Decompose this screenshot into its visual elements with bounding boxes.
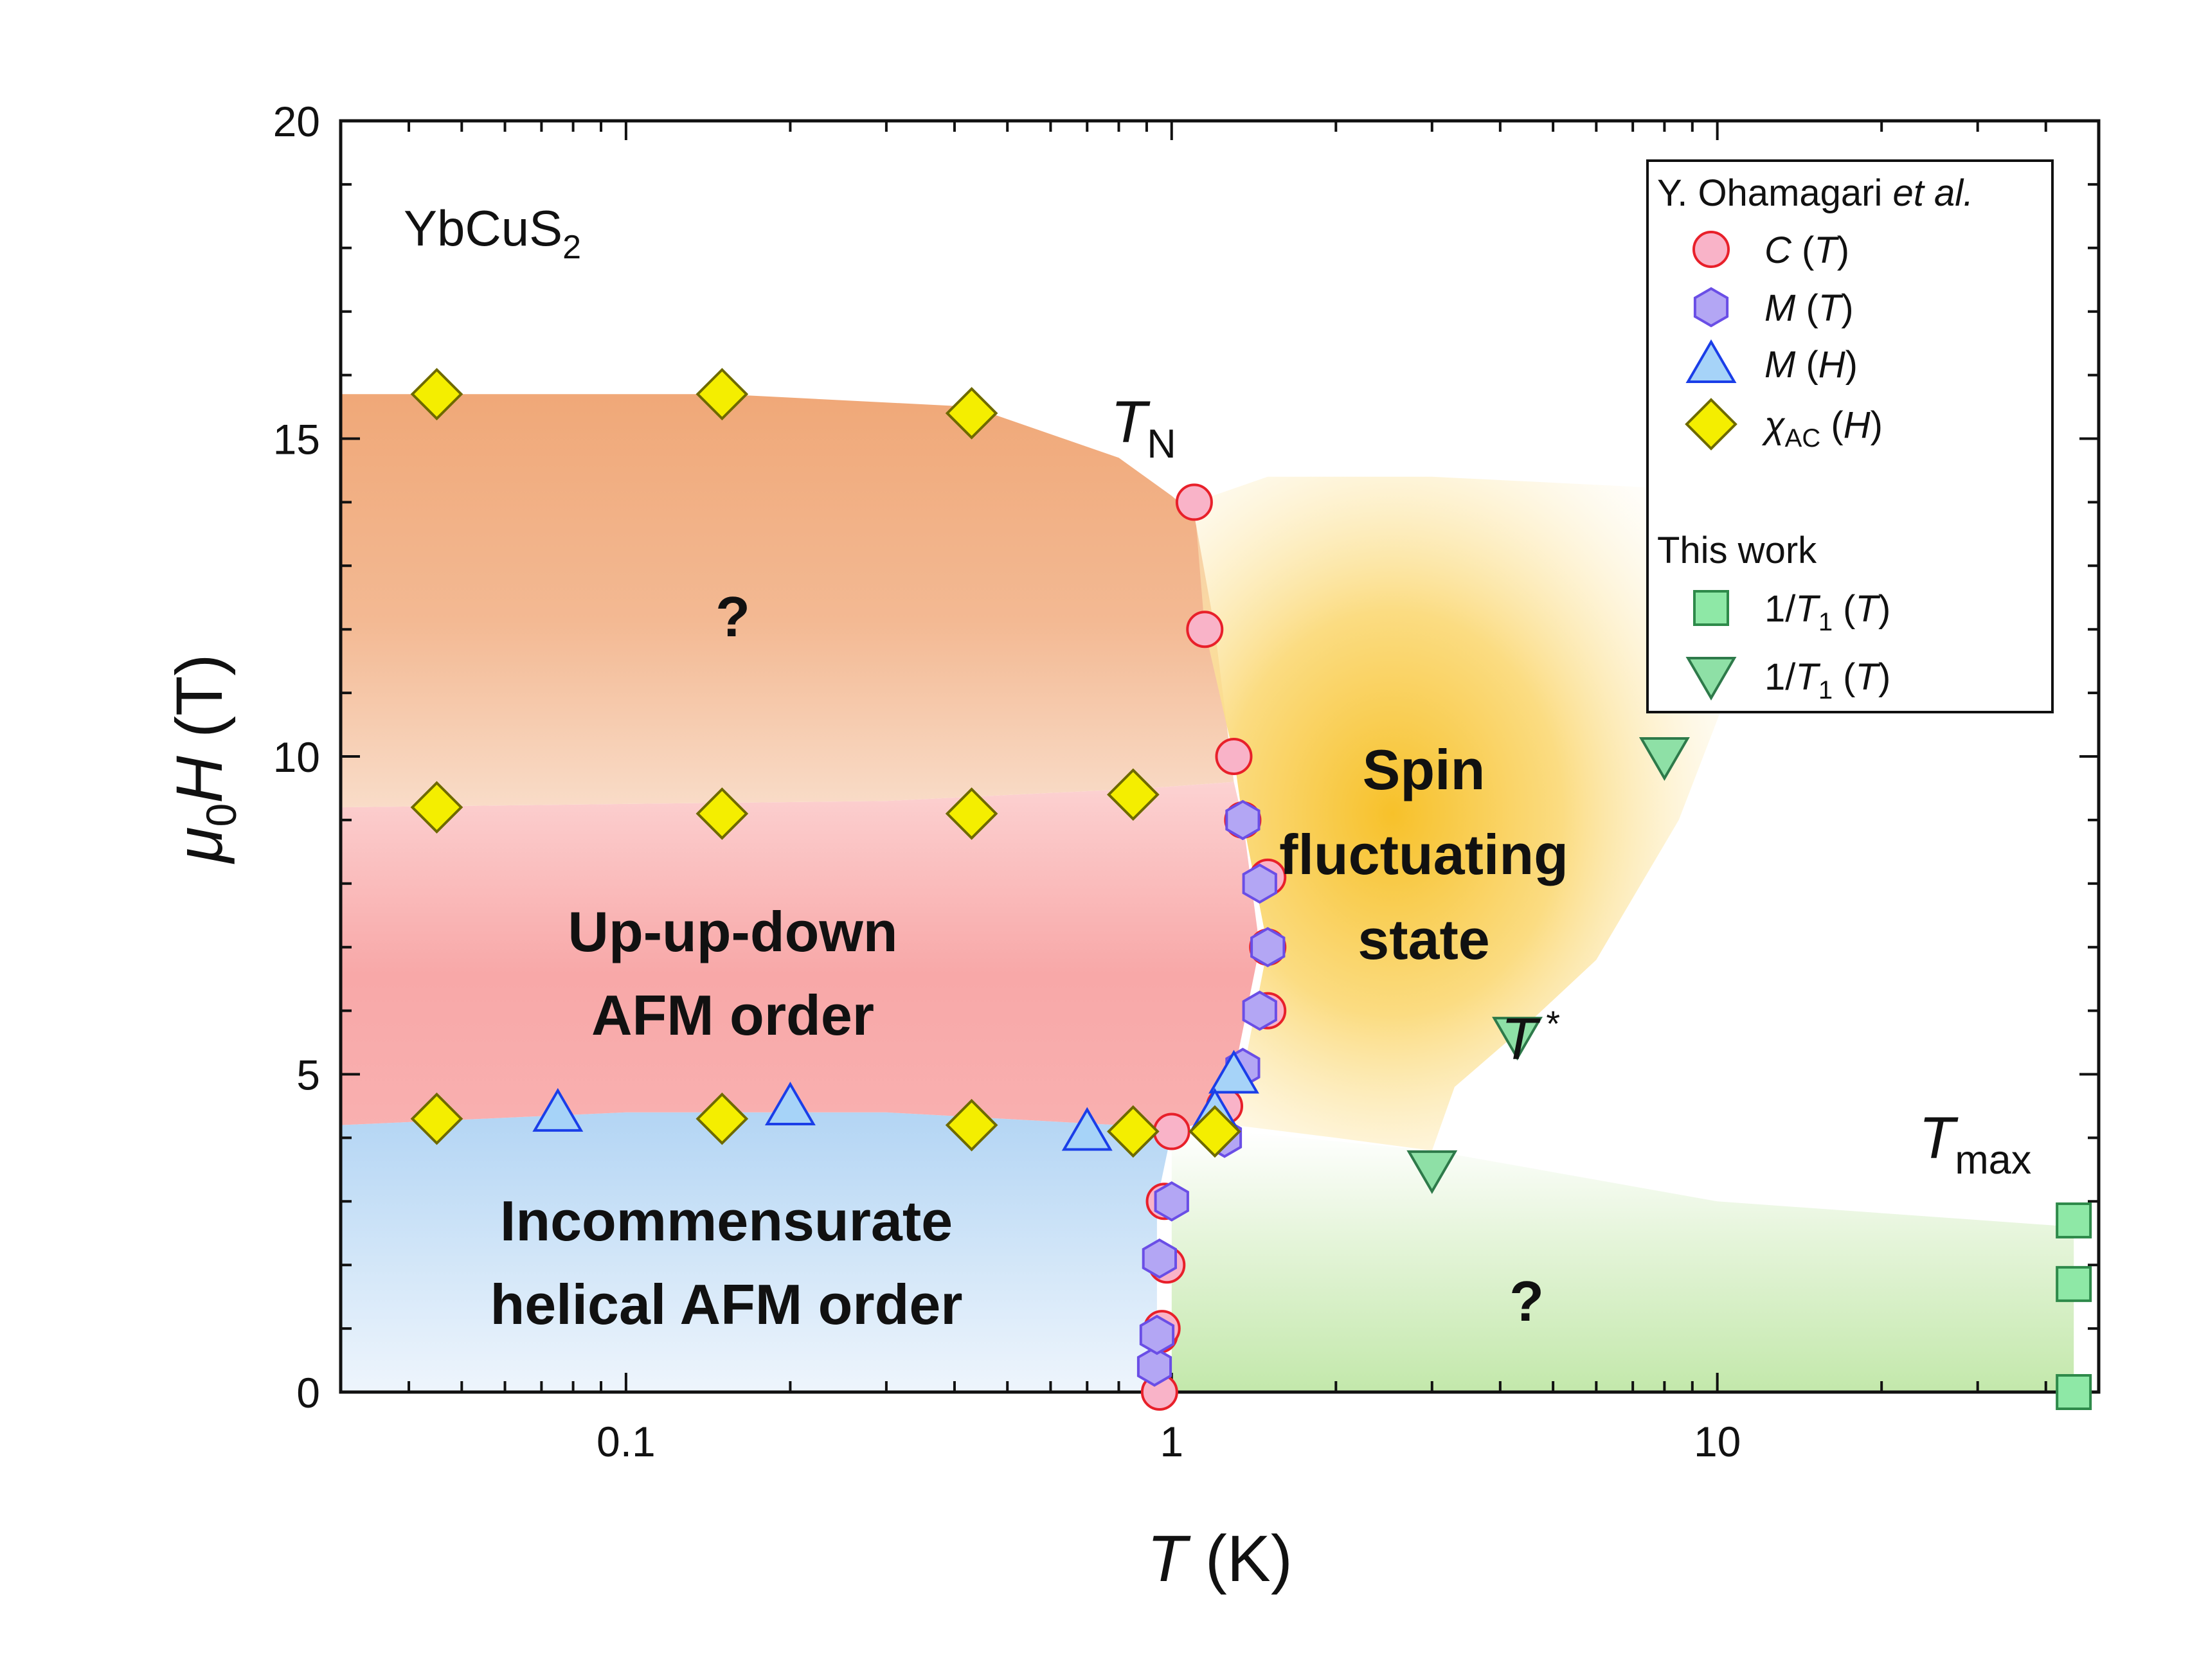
data-point-triangle-down <box>1492 1017 1543 1061</box>
data-point-diamond <box>945 787 998 840</box>
data-point-triangle-down <box>1406 1150 1458 1194</box>
data-point-diamond <box>696 368 749 421</box>
y-tick-label: 15 <box>273 416 320 463</box>
x-axis-title: T (K) <box>1147 1522 1293 1595</box>
legend-series-label: C (T) <box>1764 229 1849 271</box>
legend-series-label: M (T) <box>1764 287 1854 329</box>
data-point-square <box>2056 1265 2092 1302</box>
y-tick-label: 20 <box>273 98 320 145</box>
tmax-annotation: Tmax <box>1919 1105 2031 1183</box>
data-point-hexagon <box>1250 927 1286 968</box>
legend-marker-hexagon <box>1693 287 1729 328</box>
compound-label: YbCuS2 <box>404 200 581 266</box>
data-point-diamond <box>696 1092 749 1145</box>
data-point-diamond <box>1107 1105 1160 1158</box>
y-axis-title: μ0H (T) <box>163 654 245 865</box>
region-spin-fluctuating <box>1194 476 1761 1151</box>
data-point-hexagon <box>1142 1238 1177 1279</box>
tn-annotation: TN <box>1111 389 1176 467</box>
data-point-diamond <box>945 1098 998 1152</box>
data-point-circle <box>1215 738 1253 775</box>
data-point-triangle-up <box>764 1081 816 1125</box>
data-point-circle <box>1186 611 1224 648</box>
data-point-hexagon <box>1242 990 1277 1031</box>
legend-marker-diamond <box>1685 398 1737 451</box>
y-tick-label: 5 <box>296 1051 320 1099</box>
legend-series-label: M (H) <box>1764 344 1858 386</box>
data-point-diamond <box>1189 1105 1241 1158</box>
data-point-diamond <box>1107 768 1160 821</box>
data-markers <box>410 368 2092 1411</box>
region-label-unknown-high: ? <box>715 585 750 648</box>
region-unknown-paramagnetic <box>1171 1131 2074 1392</box>
data-point-diamond <box>410 1092 463 1145</box>
region-label-unknown-low: ? <box>1509 1269 1544 1333</box>
data-point-square <box>2056 1374 2092 1410</box>
data-point-circle <box>1153 1113 1190 1150</box>
data-point-diamond <box>410 368 463 421</box>
region-unknown-high-field <box>341 394 1234 808</box>
data-point-triangle-up <box>532 1087 584 1132</box>
legend-group1-title: Y. Ohamagari et al. <box>1657 172 1973 214</box>
data-point-hexagon <box>1242 863 1277 904</box>
plot-axes: 0.1 1 10 0 5 10 15 20 T (K) μ0H (T) <box>163 98 2101 1595</box>
x-tick-label: 10 <box>1694 1418 1741 1465</box>
data-point-diamond <box>945 387 998 440</box>
tstar-annotation: T* <box>1501 1003 1560 1072</box>
data-point-diamond <box>410 781 463 834</box>
legend: Y. Ohamagari et al. This work C (T) M (T) M … <box>1646 159 2054 713</box>
data-point-triangle-down <box>1638 737 1690 781</box>
data-point-square <box>2056 1202 2092 1238</box>
data-point-triangle-up <box>1061 1107 1113 1151</box>
x-tick-label: 1 <box>1160 1418 1183 1465</box>
region-incommensurate-helical <box>341 1112 1172 1392</box>
y-tick-label: 0 <box>296 1369 320 1416</box>
data-point-diamond <box>696 787 749 840</box>
data-point-hexagon <box>1136 1346 1172 1387</box>
data-point-circle <box>1175 483 1213 521</box>
data-point-triangle-up <box>1208 1050 1259 1094</box>
legend-marker-triangle-up <box>1685 339 1737 383</box>
region-up-up-down <box>341 782 1260 1132</box>
legend-marker-square <box>1693 590 1729 626</box>
legend-marker-circle <box>1692 231 1730 268</box>
legend-series-label: χAC (H) <box>1761 404 1883 452</box>
legend-marker-triangle-down <box>1685 657 1737 701</box>
y-tick-label: 10 <box>273 733 320 781</box>
phase-regions <box>341 394 2074 1392</box>
x-tick-label: 0.1 <box>597 1418 656 1465</box>
legend-group2-title: This work <box>1657 530 1817 571</box>
legend-series-label: 1/T1 (T) <box>1764 588 1890 636</box>
legend-series-label: 1/T1 (T) <box>1764 656 1890 704</box>
data-point-hexagon <box>1225 800 1261 841</box>
data-point-hexagon <box>1154 1181 1189 1222</box>
data-point-hexagon <box>1139 1314 1175 1355</box>
